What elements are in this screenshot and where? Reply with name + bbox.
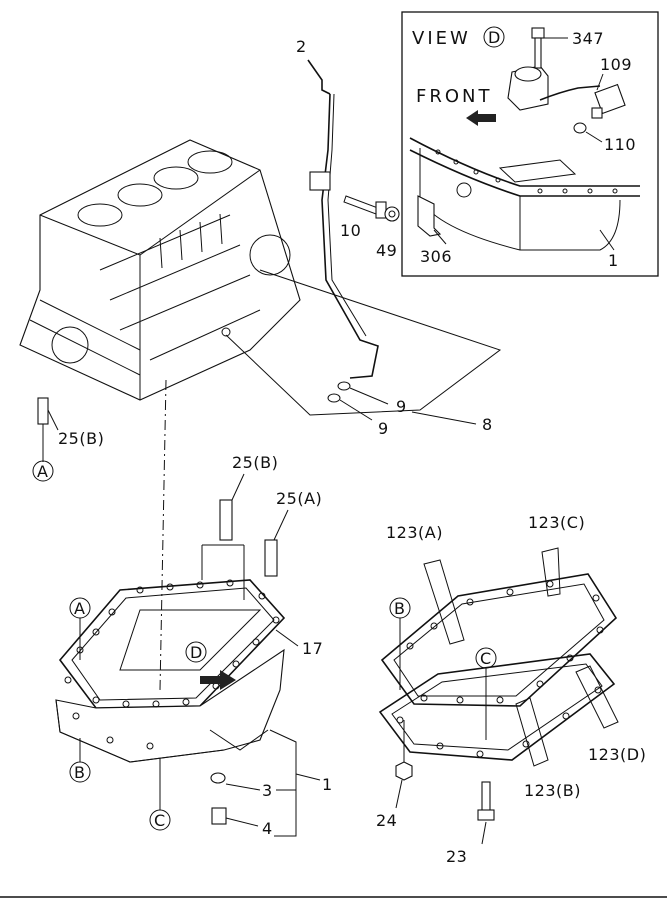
callout-d-1: D bbox=[190, 643, 203, 662]
callout-a-1: A bbox=[37, 462, 48, 481]
label-3: 3 bbox=[262, 781, 273, 800]
label-49: 49 bbox=[376, 241, 397, 260]
label-9b: 9 bbox=[378, 419, 389, 438]
label-17: 17 bbox=[302, 639, 323, 658]
view-letter: D bbox=[488, 28, 501, 47]
view-d-inset: VIEW D FRONT 347 110 109 bbox=[401, 11, 659, 277]
label-25b-top: 25(B) bbox=[232, 453, 278, 472]
callout-c-2: C bbox=[480, 649, 492, 668]
front-label: FRONT bbox=[416, 86, 493, 107]
label-8: 8 bbox=[482, 415, 493, 434]
callout-b-2: B bbox=[394, 599, 405, 618]
dipstick-assembly: 2 10 49 9 9 8 bbox=[225, 37, 502, 438]
label-2: 2 bbox=[296, 37, 307, 56]
label-1-inset: 1 bbox=[608, 251, 619, 270]
label-109: 109 bbox=[600, 55, 632, 74]
view-title: VIEW bbox=[412, 28, 471, 49]
sensor-harness bbox=[539, 85, 601, 101]
engine-block: 25(B) A bbox=[19, 139, 301, 482]
callout-b-1: B bbox=[74, 763, 85, 782]
label-25a: 25(A) bbox=[276, 489, 322, 508]
label-306: 306 bbox=[420, 247, 452, 266]
label-123a: 123(A) bbox=[386, 523, 443, 542]
label-10: 10 bbox=[340, 221, 361, 240]
right-gasket-bolt-holes bbox=[396, 580, 604, 758]
front-arrow-icon bbox=[466, 110, 496, 126]
label-24: 24 bbox=[376, 811, 397, 830]
gasket-set-right: 123(A) 123(C) B C 123(D) 12 bbox=[376, 513, 646, 866]
label-110: 110 bbox=[604, 135, 636, 154]
label-347: 347 bbox=[572, 29, 604, 48]
label-9a: 9 bbox=[396, 397, 407, 416]
label-123d: 123(D) bbox=[588, 745, 646, 764]
label-1: 1 bbox=[322, 775, 333, 794]
label-23: 23 bbox=[446, 847, 467, 866]
callout-c-1: C bbox=[154, 811, 166, 830]
oil-pan-left: 25(B) 25(A) 17 D bbox=[55, 453, 333, 838]
label-123c: 123(C) bbox=[528, 513, 585, 532]
callout-a-2: A bbox=[74, 599, 85, 618]
label-25b-left: 25(B) bbox=[58, 429, 104, 448]
assembly-centerline bbox=[159, 379, 167, 691]
label-4: 4 bbox=[262, 819, 273, 838]
front-direction-arrow-icon bbox=[200, 670, 236, 690]
label-123b: 123(B) bbox=[524, 781, 581, 800]
